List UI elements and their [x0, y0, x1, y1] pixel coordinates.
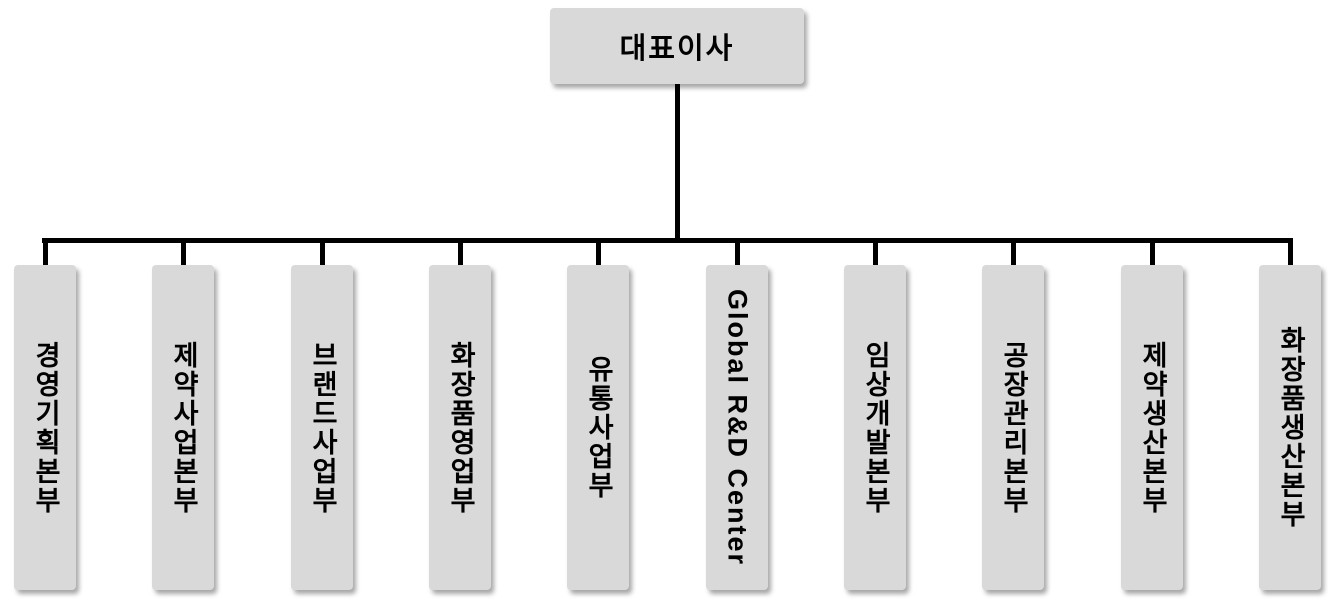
root-box-ceo: 대표이사: [550, 8, 804, 84]
dept-label: 화장품생산본부: [1275, 326, 1306, 529]
dept-label: 경영기획본부: [30, 340, 61, 515]
connector-horizontal: [42, 238, 1292, 243]
dept-8: 공장관리본부: [982, 238, 1044, 590]
connector-drop: [42, 238, 48, 265]
dept-label: 브랜드사업부: [307, 340, 338, 515]
dept-5: 유통사업부: [567, 238, 629, 590]
dept-10: 화장품생산본부: [1259, 238, 1321, 590]
root-label: 대표이사: [619, 33, 735, 65]
dept-4: 화장품영업부: [429, 238, 491, 590]
dept-1: 경영기획본부: [14, 238, 76, 590]
connector-drop: [872, 238, 878, 265]
dept-box: 브랜드사업부: [291, 265, 353, 590]
dept-box: 제약생산본부: [1121, 265, 1183, 590]
dept-box: 화장품영업부: [429, 265, 491, 590]
dept-label: 제약생산본부: [1137, 340, 1168, 515]
dept-6: Global R&D Center: [706, 238, 768, 590]
dept-7: 임상개발본부: [844, 238, 906, 590]
dept-label: 제약사업본부: [168, 340, 199, 515]
connector-drop: [1287, 238, 1293, 265]
dept-label: 임상개발본부: [860, 340, 891, 515]
dept-box: 임상개발본부: [844, 265, 906, 590]
connector-drop: [1010, 238, 1016, 265]
dept-label: Global R&D Center: [722, 288, 753, 567]
dept-label: 화장품영업부: [445, 340, 476, 515]
connector-drop: [319, 238, 325, 265]
connector-stem: [675, 84, 680, 240]
dept-box: 경영기획본부: [14, 265, 76, 590]
dept-box: 유통사업부: [567, 265, 629, 590]
dept-box: Global R&D Center: [706, 265, 768, 590]
dept-box: 화장품생산본부: [1259, 265, 1321, 590]
dept-9: 제약생산본부: [1121, 238, 1183, 590]
connector-drop: [180, 238, 186, 265]
dept-label: 공장관리본부: [998, 340, 1029, 515]
dept-label: 유통사업부: [583, 355, 614, 500]
connector-drop: [1149, 238, 1155, 265]
connector-drop: [734, 238, 740, 265]
dept-box: 제약사업본부: [152, 265, 214, 590]
connector-drop: [595, 238, 601, 265]
connector-drop: [457, 238, 463, 265]
dept-box: 공장관리본부: [982, 265, 1044, 590]
dept-3: 브랜드사업부: [291, 238, 353, 590]
dept-2: 제약사업본부: [152, 238, 214, 590]
